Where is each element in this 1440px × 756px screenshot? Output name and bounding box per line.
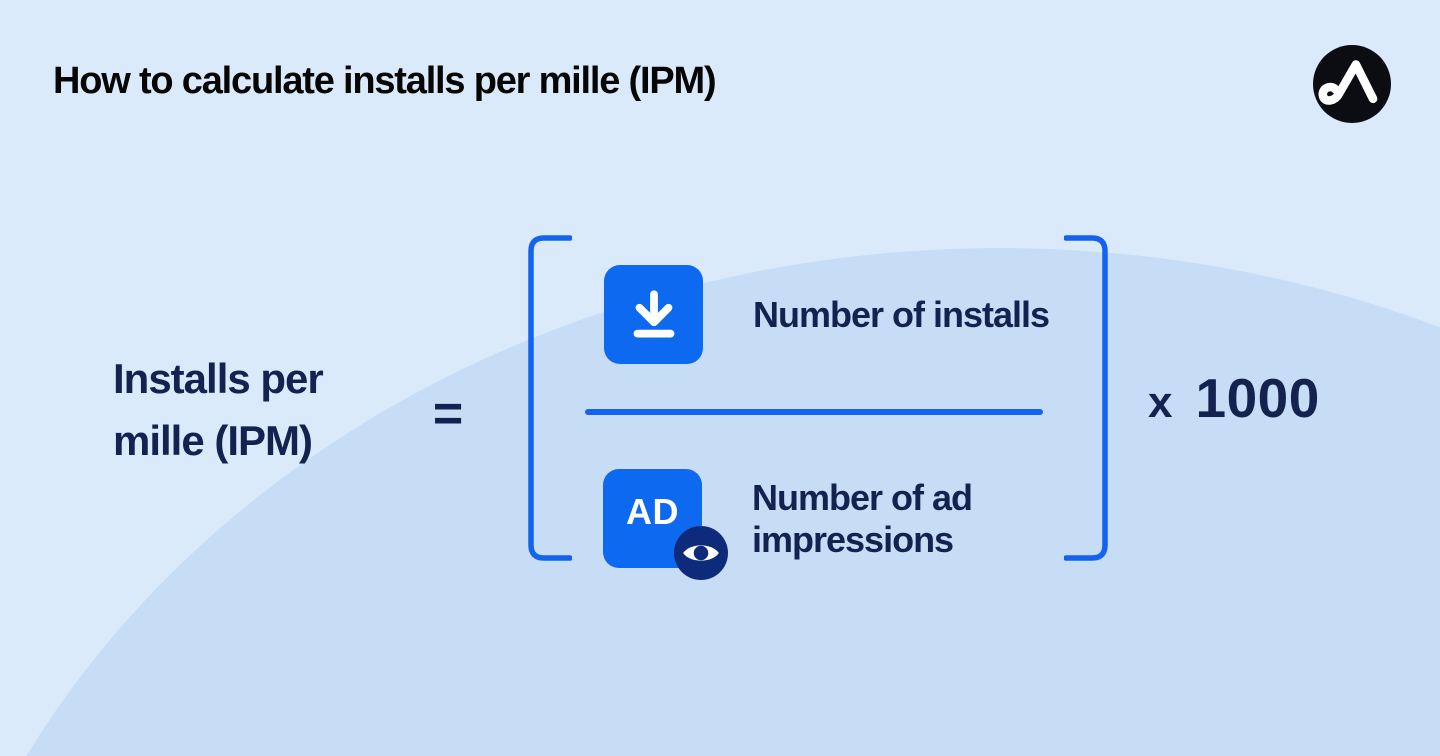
ad-icon-label: AD xyxy=(626,490,679,532)
left-bracket-icon xyxy=(528,235,572,561)
eye-icon xyxy=(674,526,728,580)
adjust-logo-icon xyxy=(1313,45,1391,123)
numerator-row: Number of installs xyxy=(604,265,1050,364)
equals-sign: = xyxy=(432,385,464,443)
denominator-label: Number of ad impressions xyxy=(752,476,973,561)
multiplier-value: 1000 xyxy=(1195,367,1320,429)
formula-lhs-line1: Installs per xyxy=(113,355,324,402)
ad-icon: AD xyxy=(603,469,728,580)
right-bracket-icon xyxy=(1064,235,1108,561)
multiplier: x 1000 xyxy=(1148,366,1320,430)
denominator-line2: impressions xyxy=(752,518,954,560)
formula-lhs-line2: mille (IPM) xyxy=(113,417,313,464)
multiply-sign: x xyxy=(1148,378,1173,427)
page-title: How to calculate installs per mille (IPM… xyxy=(53,60,717,102)
fraction-line xyxy=(585,409,1043,415)
download-icon xyxy=(604,265,703,364)
numerator-label: Number of installs xyxy=(753,293,1050,335)
formula-lhs: Installs per mille (IPM) xyxy=(113,348,324,472)
denominator-row: AD Number of ad impressions xyxy=(603,469,973,580)
denominator-line1: Number of ad xyxy=(752,476,973,518)
